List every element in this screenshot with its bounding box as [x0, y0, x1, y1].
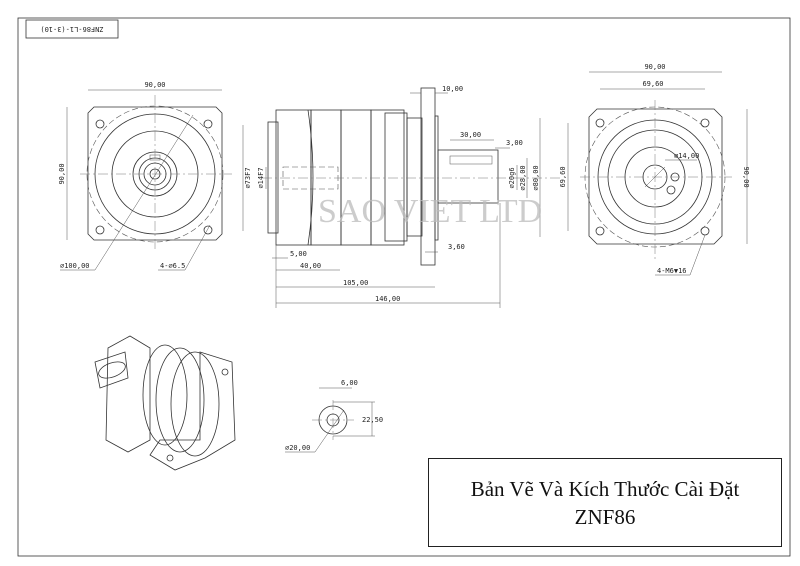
title-line-2: ZNF86: [574, 504, 636, 529]
drawing-code-box: [25, 19, 119, 39]
front-width-dim: 90,00: [144, 81, 165, 89]
front-pcd-dim: ⌀100,00: [60, 262, 90, 270]
dim-5: 5,00: [290, 250, 307, 258]
dim-40: 40,00: [300, 262, 321, 270]
title-line-1: Bản Vẽ Và Kích Thước Cài Đặt: [470, 476, 740, 501]
input-bore-dim: ⌀73F7: [244, 167, 252, 188]
title-block: Bản Vẽ Và Kích Thước Cài Đặt ZNF86: [428, 458, 782, 547]
section-dia-dim: ⌀20,00: [285, 444, 310, 452]
rear-bolt-spacing-v-dim: 69,60: [559, 166, 567, 187]
front-holes-dim: 4-⌀6.5: [160, 262, 185, 270]
rear-height-dim: 90,00: [742, 166, 750, 187]
drawing-border: [17, 17, 791, 557]
dim-3-6: 3,60: [448, 243, 465, 251]
rear-view: 90,00 69,60 69,60 90,00 ⌀14,00 4-M6▼16: [559, 63, 750, 276]
key-width-dim: 6,00: [341, 379, 358, 387]
key-height-dim: 22,50: [362, 416, 383, 424]
rear-width-dim: 90,00: [644, 63, 665, 71]
shaft-section: 6,00 22,50 ⌀20,00: [285, 379, 383, 453]
front-height-dim: 90,00: [58, 163, 66, 184]
shaft-dia-dim: ⌀20g6: [508, 167, 516, 188]
flange-thickness-dim: 10,00: [442, 85, 463, 93]
side-view: 10,00 30,00 3,00 ⌀20g6 ⌀28,00 ⌀80,00 ⌀73…: [242, 85, 560, 308]
drawing-code: ZNF86-L1-(3-10): [40, 25, 103, 33]
rear-bore-dim: ⌀14,00: [674, 152, 699, 160]
rear-bolt-spacing-h-dim: 69,60: [642, 80, 663, 88]
front-view: 90,00 90,00 ⌀100,00 4-⌀6.5: [58, 81, 232, 271]
dim-146: 146,00: [375, 295, 400, 303]
pilot-dia-dim: ⌀80,00: [532, 165, 540, 190]
key-offset-dim: 3,00: [506, 139, 523, 147]
shaft-collar-dim: ⌀28,00: [519, 165, 527, 190]
input-shaft-dim: ⌀14F7: [257, 167, 265, 188]
isometric-view: [94, 335, 236, 471]
dim-105: 105,00: [343, 279, 368, 287]
rear-holes-dim: 4-M6▼16: [657, 267, 687, 275]
watermark: SAO VIET LTD: [318, 193, 542, 230]
key-length-dim: 30,00: [460, 131, 481, 139]
